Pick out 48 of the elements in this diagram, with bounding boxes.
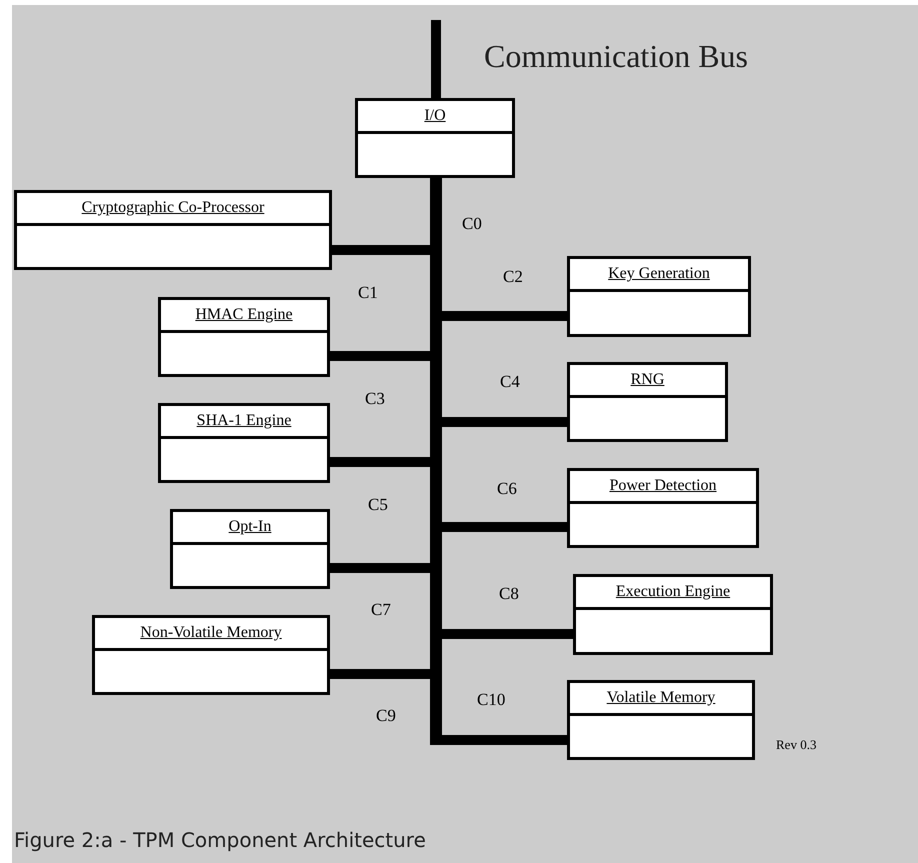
connection-label: C9 [376,706,396,726]
component-box [567,680,755,760]
component-title: Key Generation [570,259,748,292]
bus-connector [330,351,430,361]
component-box [170,509,330,589]
component-title: Power Detection [570,471,756,504]
connection-label: C5 [368,495,388,515]
bus-connector [431,20,441,98]
component-title: SHA-1 Engine [161,406,327,439]
connection-label: C0 [462,214,482,234]
bus-connector [442,735,567,745]
connection-label: C1 [358,283,378,303]
bus-connector [330,669,430,679]
connection-label: C8 [499,584,519,604]
connection-label: C2 [503,267,523,287]
component-box [158,297,330,377]
connection-label: C4 [500,372,520,392]
bus-connector [442,311,567,321]
component-title: Non-Volatile Memory [95,618,327,651]
component-title: Opt-In [173,512,327,545]
connection-label: C3 [365,389,385,409]
bus-connector [330,457,430,467]
component-box [567,362,728,442]
component-box [14,190,332,270]
figure-caption: Figure 2:a - TPM Component Architecture [14,828,426,852]
connection-label: C6 [497,479,517,499]
component-title: Volatile Memory [570,683,752,716]
component-box [355,98,515,178]
component-title: HMAC Engine [161,300,327,333]
bus-label: Communication Bus [484,38,748,75]
bus-connector [442,629,573,639]
component-title: Execution Engine [576,577,770,610]
component-title: Cryptographic Co-Processor [17,193,329,226]
component-box [158,403,330,483]
component-box [573,574,773,655]
connection-label: C7 [371,600,391,620]
connection-label: C10 [477,690,506,710]
component-box [567,468,759,548]
bus-bar [430,177,442,745]
component-title: I/O [358,101,512,134]
bus-connector [442,522,567,532]
revision-note: Rev 0.3 [776,737,816,753]
component-box [92,615,330,695]
component-box [567,256,751,337]
bus-connector [330,563,430,573]
bus-connector [332,245,430,255]
component-title: RNG [570,365,725,398]
bus-connector [442,417,567,427]
